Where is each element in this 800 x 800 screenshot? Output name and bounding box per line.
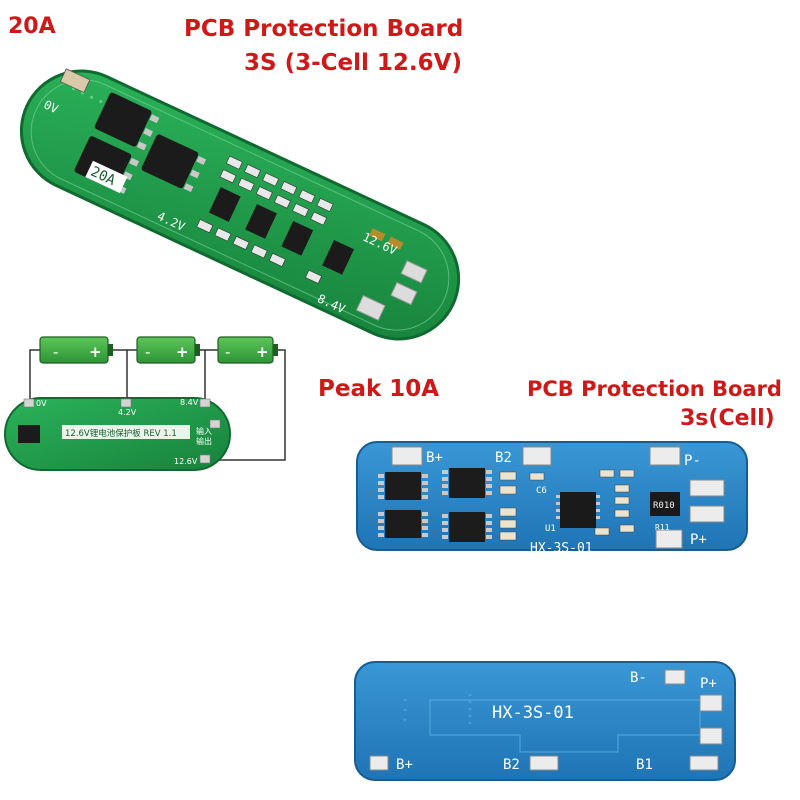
caption-green-title-line1: PCB Protection Board (184, 16, 464, 42)
blue-top-label-b2: B2 (495, 450, 512, 466)
pad-pplus-bottom-1 (699, 694, 723, 712)
blue-bottom-label-b1: B1 (636, 757, 653, 773)
wiring-label-output: 输出 (196, 436, 212, 446)
blue-top-sense-resistor: R010 (653, 501, 675, 511)
smd-component-field (196, 155, 404, 284)
blue-top-model: HX-3S-01 (530, 541, 593, 556)
cell-3-positive: + (256, 343, 269, 361)
blue-bottom-model: HX-3S-01 (492, 703, 574, 723)
caption-green-title-line2: 3S (3-Cell 12.6V) (244, 50, 462, 76)
cell-1-positive: + (89, 343, 102, 361)
blue-pcb-top: R010 B+ B2 P- P+ C6 U1 R11 HX-3S-01 (356, 441, 748, 556)
pad-pplus-bottom-2 (699, 727, 723, 745)
blue-top-label-c6: C6 (536, 486, 547, 496)
wiring-label-input: 输入 (196, 426, 212, 436)
wiring-label-4v2: 4.2V (118, 408, 137, 417)
blue-top-label-bplus: B+ (426, 450, 443, 466)
blue-top-label-u1: U1 (545, 524, 556, 534)
pad-bminus-bottom (664, 669, 686, 685)
caption-peak: Peak 10A (318, 376, 440, 402)
pad-side-1 (689, 479, 725, 497)
battery-cell-2: - + (136, 336, 200, 364)
cell-1-negative: - (53, 343, 58, 361)
pad-side-2 (689, 505, 725, 523)
wiring-label-8v4: 8.4V (180, 398, 199, 407)
caption-blue-title-line2: 3s(Cell) (680, 406, 775, 431)
pad-b2-bottom (529, 755, 559, 771)
cell-2-positive: + (176, 343, 189, 361)
wiring-board-silk: 12.6V锂电池保护板 REV 1.1 (65, 428, 177, 439)
pad-b2-top (522, 446, 552, 466)
pad-bplus-top (391, 446, 423, 466)
wiring-board: 12.6V锂电池保护板 REV 1.1 0V 4.2V 8.4V 输入 输出 1… (4, 397, 231, 471)
pad-pplus-top (655, 529, 683, 549)
green-pcb-board: 0V 20A 4.2V 12.6V 8.4V (19, 68, 461, 341)
blue-top-label-pminus: P- (684, 453, 701, 469)
battery-cell-3: - + (217, 336, 278, 364)
mosfet-group (74, 92, 199, 190)
cell-2-negative: - (145, 343, 150, 361)
blue-bottom-label-b2: B2 (503, 757, 520, 773)
pad-bplus-bottom (369, 755, 389, 771)
blue-pcb-bottom: B- P+ HX-3S-01 B+ B2 B1 (354, 661, 736, 781)
caption-20a: 20A (8, 14, 56, 39)
pad-b1-bottom (689, 755, 719, 771)
pad-pminus-top (649, 446, 681, 466)
caption-blue-title-line1: PCB Protection Board (527, 377, 782, 401)
blue-bottom-label-bminus: B- (630, 670, 647, 686)
blue-bottom-label-pplus: P+ (700, 676, 717, 692)
output-pads (355, 260, 428, 321)
wiring-label-0v: 0V (36, 399, 47, 408)
wiring-diagram: - + - + - + 12.6V锂电池保护板 REV 1.1 (4, 336, 286, 471)
blue-top-label-r11: R11 (655, 523, 670, 532)
cell-3-negative: - (225, 343, 230, 361)
blue-bottom-label-bplus: B+ (396, 757, 413, 773)
green-silk-0v: 0V (41, 98, 60, 117)
battery-cell-1: - + (39, 336, 113, 364)
wiring-label-12v6: 12.6V (174, 457, 198, 466)
blue-top-label-pplus: P+ (690, 532, 707, 548)
